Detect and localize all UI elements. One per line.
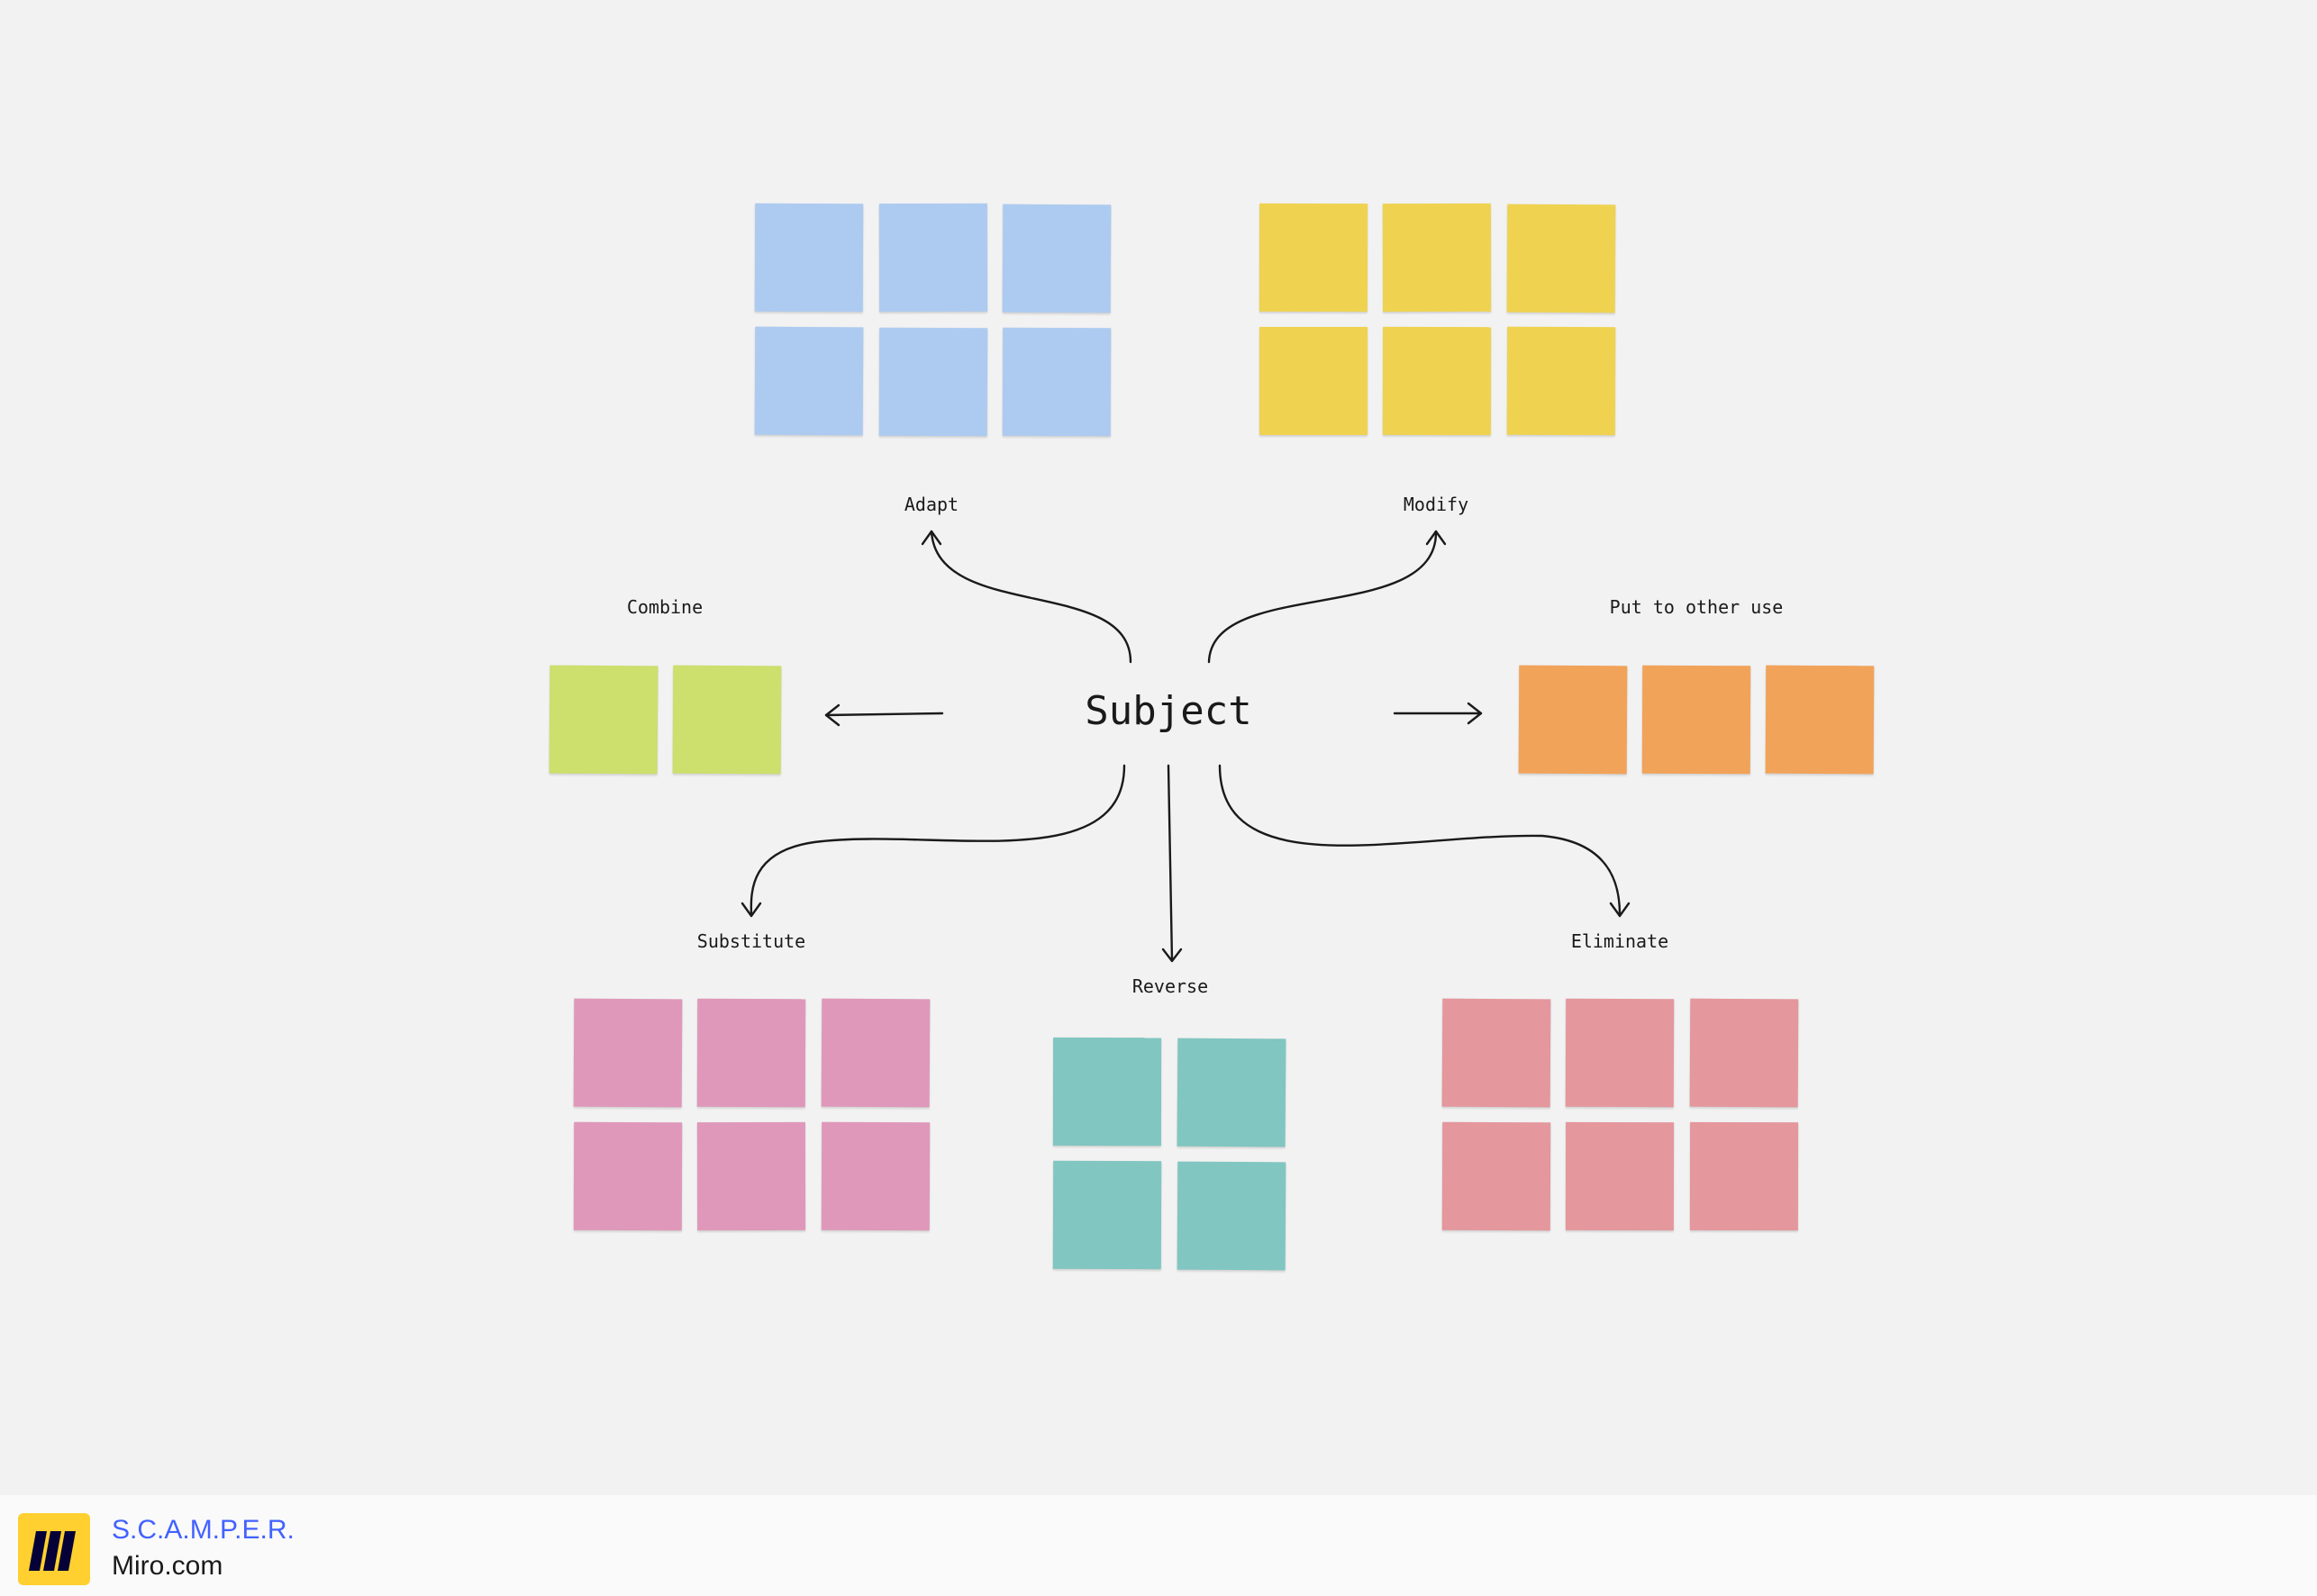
sticky-note-eliminate[interactable]: [1689, 998, 1799, 1108]
label-modify[interactable]: Modify: [1403, 494, 1469, 515]
miro-logo-icon[interactable]: [18, 1513, 90, 1585]
arrow-head-modify: [1425, 530, 1447, 546]
sticky-note-adapt[interactable]: [1002, 327, 1112, 437]
sticky-note-put-to-other-use[interactable]: [1765, 665, 1875, 775]
footer-bar: S.C.A.M.P.E.R. Miro.com: [0, 1495, 2317, 1596]
arrow-head-substitute: [741, 902, 762, 918]
sticky-note-substitute[interactable]: [573, 1121, 683, 1231]
label-reverse[interactable]: Reverse: [1131, 975, 1209, 997]
arrow-to-modify[interactable]: [1207, 530, 1438, 664]
arrow-head-eliminate: [1609, 902, 1631, 918]
sticky-note-substitute[interactable]: [696, 1121, 806, 1231]
sticky-note-put-to-other-use[interactable]: [1518, 665, 1628, 775]
sticky-note-put-to-other-use[interactable]: [1641, 665, 1751, 775]
subject-title[interactable]: Subject: [1085, 688, 1252, 734]
sticky-note-eliminate[interactable]: [1565, 1121, 1675, 1231]
label-substitute[interactable]: Substitute: [696, 930, 806, 952]
arrow-head-adapt: [921, 530, 942, 546]
label-eliminate[interactable]: Eliminate: [1570, 930, 1669, 952]
sticky-note-substitute[interactable]: [696, 998, 806, 1108]
sticky-note-modify[interactable]: [1382, 326, 1492, 436]
sticky-note-modify[interactable]: [1506, 326, 1616, 436]
sticky-note-combine[interactable]: [672, 665, 782, 775]
label-put-to-other-use[interactable]: Put to other use: [1609, 596, 1784, 618]
whiteboard-canvas[interactable]: Subject Adapt Modify Combine Put to othe…: [0, 0, 2317, 1495]
sticky-note-adapt[interactable]: [878, 203, 988, 313]
sticky-note-eliminate[interactable]: [1441, 1121, 1551, 1231]
sticky-note-eliminate[interactable]: [1441, 998, 1551, 1108]
arrow-to-reverse[interactable]: [1167, 764, 1174, 962]
arrow-to-adapt[interactable]: [930, 530, 1132, 664]
sticky-note-modify[interactable]: [1382, 203, 1492, 313]
sticky-note-adapt[interactable]: [754, 203, 864, 313]
sticky-note-reverse[interactable]: [1052, 1160, 1162, 1270]
sticky-note-substitute[interactable]: [821, 998, 931, 1108]
template-title: S.C.A.M.P.E.R.: [112, 1515, 295, 1545]
arrow-head-reverse: [1161, 948, 1183, 963]
sticky-note-substitute[interactable]: [821, 1121, 931, 1231]
miro-logo-mark: [29, 1531, 76, 1571]
sticky-note-modify[interactable]: [1259, 327, 1367, 435]
sticky-note-eliminate[interactable]: [1689, 1121, 1799, 1231]
sticky-note-adapt[interactable]: [878, 327, 988, 437]
sticky-note-reverse[interactable]: [1052, 1037, 1162, 1147]
sticky-note-eliminate[interactable]: [1565, 998, 1675, 1108]
sticky-note-adapt[interactable]: [754, 326, 864, 436]
arrow-to-eliminate[interactable]: [1218, 764, 1622, 916]
arrow-head-combine: [824, 703, 840, 727]
arrow-head-put-to-other-use: [1467, 702, 1483, 725]
arrow-to-substitute[interactable]: [750, 764, 1126, 916]
label-combine[interactable]: Combine: [626, 596, 704, 618]
arrow-to-combine[interactable]: [824, 712, 944, 717]
sticky-note-adapt[interactable]: [1002, 204, 1112, 313]
sticky-note-substitute[interactable]: [573, 998, 683, 1108]
sticky-note-combine[interactable]: [549, 665, 659, 775]
template-source: Miro.com: [112, 1551, 223, 1581]
connector-layer: [741, 530, 1631, 963]
sticky-note-reverse[interactable]: [1177, 1161, 1286, 1271]
sticky-note-modify[interactable]: [1506, 204, 1616, 313]
label-adapt[interactable]: Adapt: [904, 494, 959, 515]
sticky-note-reverse[interactable]: [1177, 1038, 1286, 1147]
sticky-note-modify[interactable]: [1258, 203, 1368, 313]
